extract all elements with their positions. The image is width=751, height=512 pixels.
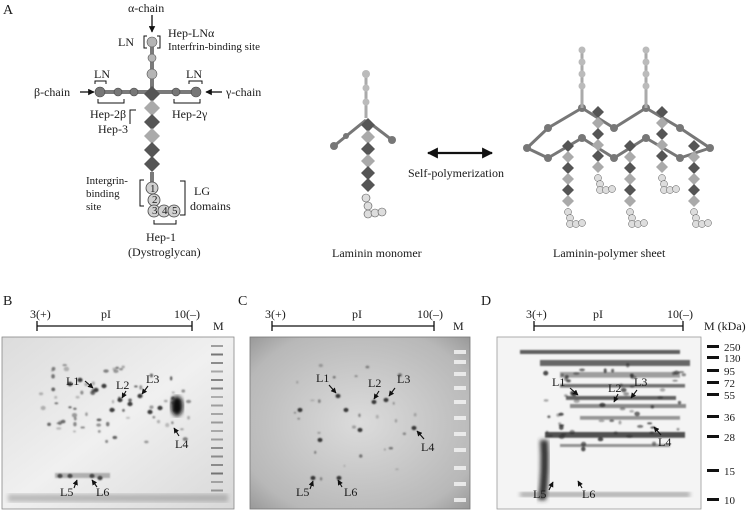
laminin-domain-diagram: α-chain LN Hep-LNα Interfrin-binding sit… bbox=[34, 1, 261, 259]
lg-label: LG bbox=[194, 184, 210, 198]
hep1-label: Hep-1 bbox=[146, 230, 176, 244]
c-marker: M bbox=[453, 319, 464, 333]
gel-c-spot-labels: L1 L2 L3 L4 L5 L6 bbox=[296, 371, 434, 499]
panel-letter-d: D bbox=[481, 294, 491, 309]
c-ph-right: 10(–) bbox=[417, 307, 443, 321]
ln-top-label: LN bbox=[118, 35, 134, 49]
lg-module-1: 1 bbox=[150, 183, 156, 195]
polymer-label: Laminin-polymer sheet bbox=[553, 246, 666, 260]
d-spot-l4: L4 bbox=[658, 435, 671, 449]
d-mw-label-15: 15 bbox=[724, 466, 736, 478]
b-spot-l2: L2 bbox=[116, 378, 129, 392]
b-pi: pI bbox=[101, 307, 111, 321]
beta-chain-label: β-chain bbox=[34, 85, 70, 99]
c-spot-l6: L6 bbox=[344, 485, 357, 499]
d-marker: M (kDa) bbox=[704, 319, 746, 333]
gel-b-spot-labels: L1 L2 L3 L4 L5 L6 bbox=[60, 372, 188, 499]
gel-d-spot-labels: L1 L2 L3 L4 L5 L6 bbox=[533, 375, 671, 501]
lg-domains: 1 2 3 4 5 bbox=[145, 181, 181, 218]
d-mw-label-95: 95 bbox=[724, 366, 736, 378]
d-mw-label-36: 36 bbox=[724, 412, 736, 424]
alpha-chain-label: α-chain bbox=[128, 1, 164, 15]
c-ph-left: 3(+) bbox=[265, 307, 286, 321]
c-spot-l2: L2 bbox=[368, 376, 381, 390]
gel-c bbox=[249, 336, 471, 510]
dystroglycan-label: (Dystroglycan) bbox=[128, 245, 201, 259]
d-mw-label-10: 10 bbox=[724, 495, 736, 507]
d-mw-label-250: 250 bbox=[724, 342, 741, 354]
c-pi: pI bbox=[352, 307, 362, 321]
b-ph-left: 3(+) bbox=[30, 307, 51, 321]
d-spot-l3: L3 bbox=[634, 375, 647, 389]
ln-gamma-label: LN bbox=[186, 67, 202, 81]
b-spot-l3: L3 bbox=[146, 372, 159, 386]
domains-label: domains bbox=[190, 199, 231, 213]
gel-b bbox=[1, 336, 235, 510]
lg-module-5: 5 bbox=[172, 205, 178, 217]
self-polymerization-label: Self-polymerization bbox=[408, 166, 504, 180]
coiled-coil-stalk bbox=[144, 86, 160, 182]
d-spot-l6: L6 bbox=[582, 487, 595, 501]
b-spot-l4: L4 bbox=[175, 437, 188, 451]
intergrin-line1: Intergrin- bbox=[86, 175, 128, 187]
d-ph-right: 10(–) bbox=[667, 307, 693, 321]
d-spot-l2: L2 bbox=[608, 381, 621, 395]
b-ph-right: 10(–) bbox=[174, 307, 200, 321]
panel-letter-c: C bbox=[238, 294, 247, 309]
c-spot-l3: L3 bbox=[397, 372, 410, 386]
lg-module-4: 4 bbox=[162, 205, 168, 217]
hep3-label: Hep-3 bbox=[98, 122, 128, 136]
ln-beta-label: LN bbox=[94, 67, 110, 81]
lg-module-2: 2 bbox=[152, 194, 158, 206]
intergrin-line3: site bbox=[86, 201, 101, 213]
d-mw-label-55: 55 bbox=[724, 390, 736, 402]
hep-ln-alpha-label: Hep-LNα bbox=[168, 26, 215, 40]
c-spot-l1: L1 bbox=[316, 371, 329, 385]
b-spot-l6: L6 bbox=[96, 485, 109, 499]
gel-d bbox=[496, 336, 702, 510]
b-spot-l1: L1 bbox=[66, 374, 79, 388]
panel-letter-b: B bbox=[3, 294, 12, 309]
laminin-monomer bbox=[330, 70, 396, 219]
hep2gamma-label: Hep-2γ bbox=[172, 107, 208, 121]
interfrin-site-label: Interfrin-binding site bbox=[168, 41, 260, 53]
laminin-polymer-sheet bbox=[523, 46, 714, 228]
c-spot-l5: L5 bbox=[296, 485, 309, 499]
d-spot-l1: L1 bbox=[552, 375, 565, 389]
b-spot-l5: L5 bbox=[60, 485, 73, 499]
c-spot-l4: L4 bbox=[421, 440, 434, 454]
d-mw-label-72: 72 bbox=[724, 378, 735, 390]
panel-letter-a: A bbox=[3, 3, 14, 18]
monomer-label: Laminin monomer bbox=[332, 246, 422, 260]
b-marker: M bbox=[213, 319, 224, 333]
gamma-chain-label: γ-chain bbox=[225, 85, 261, 99]
d-mw-label-130: 130 bbox=[724, 353, 741, 365]
d-spot-l5: L5 bbox=[533, 487, 546, 501]
hep2beta-label: Hep-2β bbox=[90, 107, 126, 121]
intergrin-line2: binding bbox=[86, 188, 120, 200]
d-pi: pI bbox=[593, 307, 603, 321]
d-ph-left: 3(+) bbox=[526, 307, 547, 321]
lg-module-3: 3 bbox=[152, 205, 158, 217]
d-mw-label-28: 28 bbox=[724, 432, 736, 444]
